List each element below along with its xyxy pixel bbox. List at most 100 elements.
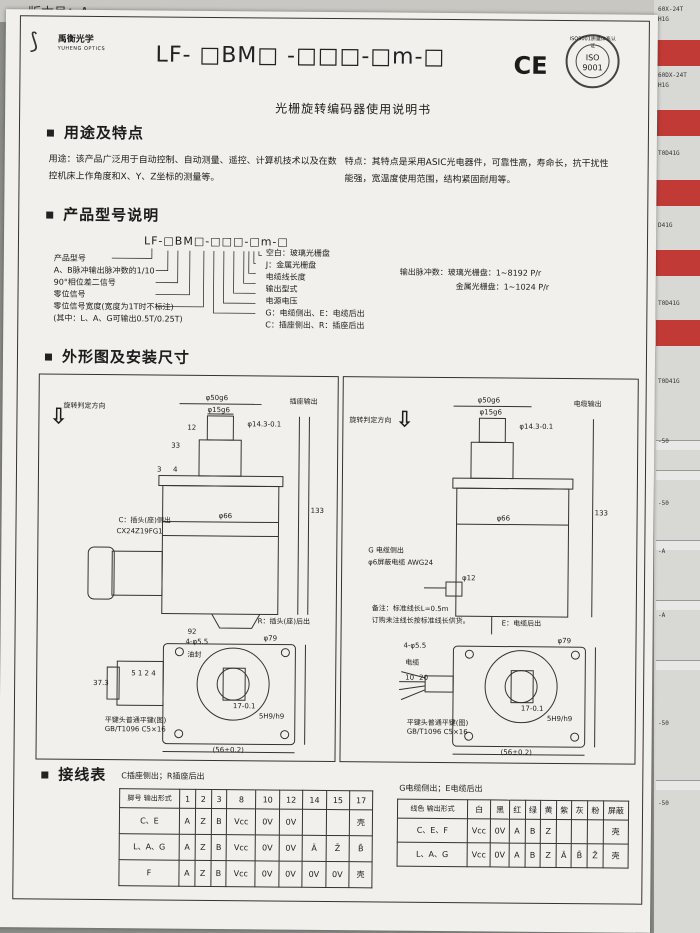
dim-label: 平键头普通平键(图) xyxy=(104,716,167,725)
bullet-icon xyxy=(46,211,54,219)
model-option: 电源电压 xyxy=(265,296,298,306)
bg-red-block xyxy=(656,320,700,346)
table-header: 线色 输出形式 xyxy=(397,799,468,819)
drawing-left-connector: ⇩ 旋转判定方向 插座输出 φ50g6 φ15g6 φ14.3-0.1 φ66 … xyxy=(35,373,339,763)
table-cell: 粉 xyxy=(587,800,604,820)
dim-label: 备注：标准线长L=0.5m xyxy=(371,604,449,614)
table-cell: 红 xyxy=(509,800,526,820)
bg-tag xyxy=(656,440,700,450)
model-item: 产品型号 xyxy=(53,253,86,263)
header-type: 输出形式 xyxy=(143,794,172,803)
bg-label: H1G xyxy=(658,16,669,23)
bg-red-block xyxy=(656,250,700,276)
table-cell: Z xyxy=(540,819,557,844)
table-cell: 壳 xyxy=(602,843,629,869)
dim-label: 12 xyxy=(187,423,197,432)
model-code-header: LF- □BM□ -□□□-□m-□ xyxy=(155,42,446,70)
dim-label: φ79 xyxy=(557,636,572,646)
dim-label: 订购未注线长按标准线长供货。 xyxy=(371,616,470,626)
encoder-drawing-right xyxy=(399,405,596,756)
model-item: 90°相位差二信号 xyxy=(53,277,116,288)
table-cell: A xyxy=(508,843,525,868)
table-cell: Z xyxy=(194,834,211,861)
model-option: 空白：玻璃光栅盘 xyxy=(265,248,330,258)
table-cell: 0V xyxy=(325,861,350,888)
dim-label: 37.3 xyxy=(93,678,109,688)
dim-label: 133 xyxy=(310,506,325,515)
dim-label: 5H9/h9 xyxy=(258,712,285,721)
table-cell: Vcc xyxy=(226,834,256,861)
encoder-drawing-left xyxy=(87,403,310,754)
model-item: 零位信号 xyxy=(53,289,86,299)
pulse-glass: 输出脉冲数：玻璃光栅盘：1~8192 P/r xyxy=(399,267,542,278)
dim-label: 油封 xyxy=(187,650,202,659)
dim-label: 17-0.1 xyxy=(520,704,544,713)
dim-label: 4 xyxy=(172,465,178,474)
section-title: 外形图及安装尺寸 xyxy=(61,347,191,367)
dim-label: φ12 xyxy=(462,574,476,583)
header-color: 线色 xyxy=(410,804,425,813)
bg-label: T0D41G xyxy=(658,300,680,307)
bg-label: -A xyxy=(658,548,666,555)
table-cell: B xyxy=(524,843,541,868)
dim-label: φ14.3-0.1 xyxy=(519,422,554,431)
doc-title: 光栅旋转编码器使用说明书 xyxy=(275,101,432,117)
logo-cn: 禹衡光学 xyxy=(57,34,94,45)
bullet-icon xyxy=(41,771,49,779)
dim-label: 5H9/h9 xyxy=(546,714,573,724)
table-cell: 0V xyxy=(279,809,303,836)
table-cell: 紫 xyxy=(556,800,573,820)
table-cell: 0V xyxy=(255,834,280,862)
table-cell: 0V xyxy=(278,861,303,888)
section-heading-wiring: 接线表 xyxy=(41,763,106,785)
table-cell: 15 xyxy=(326,790,350,810)
bg-label: -50 xyxy=(658,720,669,727)
bg-label: 60DX-24T xyxy=(658,72,687,79)
table-row: L、A、G A Z B Vcc 0V 0V Ā Z̄ B̄ xyxy=(119,833,373,862)
table-header: 脚号 输出形式 xyxy=(119,788,180,809)
table-cell: C、E、F xyxy=(397,818,468,843)
table-cell: Z̄ xyxy=(325,835,350,862)
rotation-direction: 旋转判定方向 xyxy=(63,401,106,411)
dim-label: 电缆 xyxy=(405,658,420,667)
table-cell: 屏蔽 xyxy=(603,800,629,821)
table-cell: A xyxy=(179,808,196,835)
dim-label: 133 xyxy=(594,509,609,518)
dim-label: GB/T1096 C5×16 xyxy=(104,725,166,734)
bg-label: T0D41G xyxy=(658,378,680,385)
table-cell: 2 xyxy=(195,789,212,809)
bg-label: T0D41G xyxy=(658,150,680,157)
table-cell: A xyxy=(179,834,196,861)
dim-label: φ50g6 xyxy=(477,396,501,405)
logo-en: YUHENG OPTICS xyxy=(57,45,106,53)
table-cell: B̄ xyxy=(571,843,588,868)
bg-tag xyxy=(656,600,700,610)
table-cell: 0V xyxy=(255,808,280,836)
table-cell: Vcc xyxy=(226,808,256,835)
dim-label: 33 xyxy=(171,441,181,450)
table-cell: B xyxy=(210,860,227,887)
table-cell xyxy=(571,819,588,844)
table-row: C、E A Z B Vcc 0V 0V 壳 xyxy=(119,807,373,836)
table-cell: 0V xyxy=(302,861,326,888)
dim-label: φ15g6 xyxy=(479,408,502,417)
bg-tag xyxy=(656,470,700,480)
dim-label: φ66 xyxy=(496,514,511,523)
bg-tag xyxy=(656,540,700,550)
table-cell: C、E xyxy=(119,807,180,835)
bg-red-block xyxy=(656,40,700,66)
model-item: (其中：L、A、G可输出0.5T/0.25T) xyxy=(53,313,183,324)
model-option: 输出型式 xyxy=(265,284,298,294)
table-cell: B xyxy=(524,819,541,844)
table-cell: Z xyxy=(194,860,211,887)
usage-text: 用途：该产品广泛用于自动控制、自动测量、遥控、计算机技术以及在数控机床上作角度和… xyxy=(48,154,337,184)
table-cell: Z xyxy=(195,808,212,835)
dim-label: C：插头(座)侧出 xyxy=(118,516,171,525)
table-cell: 10 xyxy=(255,789,280,810)
dim-label: 92 xyxy=(187,627,197,636)
corner-label: 插座输出 xyxy=(289,397,318,406)
table-cell: 壳 xyxy=(348,861,373,888)
dim-label: (56±0.2) xyxy=(500,748,532,757)
table-cell: F xyxy=(118,859,180,887)
